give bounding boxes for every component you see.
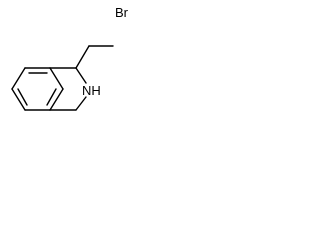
bond-benzene-3	[49, 88, 64, 111]
bond-aromatic-inner-right	[46, 88, 57, 106]
bond-benzene-2	[49, 67, 64, 90]
amine-atom-label: NH	[82, 83, 101, 98]
bond-benzene-6	[11, 67, 26, 90]
bond-c1-ch2	[75, 45, 90, 69]
bond-aromatic-inner-left	[17, 88, 28, 106]
structure-diagram: Br NH	[11, 5, 129, 111]
bromine-atom-label: Br	[115, 5, 129, 20]
bond-benzene-5	[11, 88, 26, 111]
bond-n2-c3	[75, 96, 87, 111]
bond-c1-n2	[75, 67, 87, 84]
